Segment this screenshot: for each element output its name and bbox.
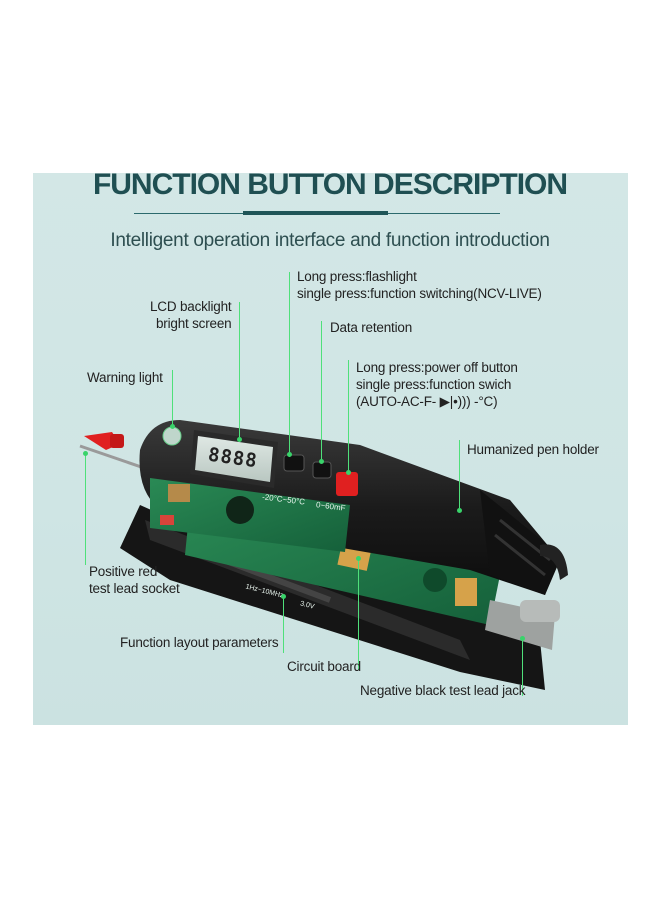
callout-layout-params-line1: Function layout parameters (120, 635, 279, 650)
data-hold-button (312, 461, 332, 479)
leader-circuit-board (358, 560, 359, 670)
page-subtitle: Intelligent operation interface and func… (110, 230, 550, 251)
title-divider-accent (243, 211, 388, 215)
callout-positive-socket: Positive red test lead socket (89, 563, 180, 597)
upper-circuit-board (150, 478, 350, 552)
dot-pen-holder (457, 508, 462, 513)
callout-negative-jack: Negative black test lead jack (360, 682, 525, 699)
leader-negative-jack (522, 640, 523, 696)
callout-positive-socket-line1: Positive red (89, 564, 158, 579)
dot-warning-light (170, 424, 175, 429)
callout-circuit-board: Circuit board (287, 658, 361, 675)
callout-layout-params: Function layout parameters (120, 634, 279, 651)
callout-pen-holder-line1: Humanized pen holder (467, 442, 599, 457)
callout-power: Long press:power off button single press… (356, 359, 518, 410)
function-switch-button (283, 454, 305, 472)
callout-pen-holder: Humanized pen holder (467, 441, 599, 458)
dot-lcd (237, 437, 242, 442)
dot-layout-params (281, 594, 286, 599)
lcd-screen (190, 430, 278, 488)
leader-data-retention (321, 321, 322, 463)
callout-lcd-line1: LCD backlight (150, 299, 232, 314)
callout-warning-light-line1: Warning light (87, 370, 163, 385)
callout-warning-light: Warning light (87, 369, 163, 386)
callout-power-line3: (AUTO-AC-F- ▶|•))) -°C) (356, 394, 498, 409)
leader-lcd (239, 302, 240, 442)
dot-positive-socket (83, 451, 88, 456)
dot-flashlight (287, 452, 292, 457)
callout-flashlight-line2: single press:function switching(NCV-LIVE… (297, 286, 542, 301)
power-button (336, 472, 358, 496)
warning-light (162, 426, 182, 446)
dot-power (346, 470, 351, 475)
callout-flashlight: Long press:flashlight single press:funct… (297, 268, 542, 302)
callout-power-line2: single press:function swich (356, 377, 512, 392)
callout-power-line1: Long press:power off button (356, 360, 518, 375)
callout-flashlight-line1: Long press:flashlight (297, 269, 417, 284)
leader-layout-params (283, 598, 284, 653)
leader-flashlight (289, 272, 290, 457)
page-title: FUNCTION BUTTON DESCRIPTION (92, 168, 568, 201)
leader-positive-socket (85, 455, 86, 565)
dot-negative-jack (520, 636, 525, 641)
callout-lcd: LCD backlight bright screen (150, 298, 232, 332)
callout-data-retention: Data retention (330, 319, 412, 336)
callout-positive-socket-line2: test lead socket (89, 581, 180, 596)
callout-lcd-line2: bright screen (156, 316, 232, 331)
dot-data-retention (319, 459, 324, 464)
probe-tip (79, 432, 151, 472)
callout-negative-jack-line1: Negative black test lead jack (360, 683, 526, 698)
leader-pen-holder (459, 440, 460, 512)
leader-warning-light (172, 370, 173, 428)
callout-circuit-board-line1: Circuit board (287, 659, 361, 674)
negative-probe (485, 600, 560, 650)
callout-data-retention-line1: Data retention (330, 320, 413, 335)
leader-power (348, 360, 349, 473)
dot-circuit-board (356, 556, 361, 561)
